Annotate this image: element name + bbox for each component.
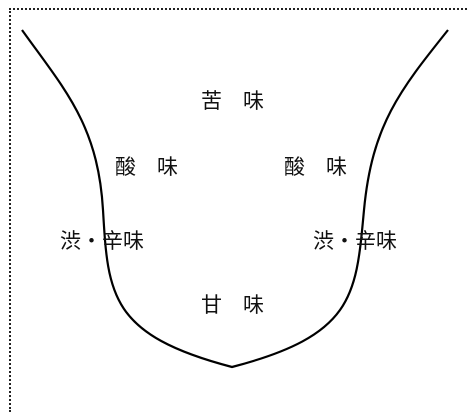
bitter-label: 苦 味 [201, 89, 264, 113]
sour-right-label: 酸 味 [284, 155, 347, 179]
sweet-label: 甘 味 [201, 293, 264, 317]
astringent-right-label: 渋・辛味 [313, 229, 397, 253]
astringent-left-label: 渋・辛味 [60, 229, 144, 253]
tongue-outline-path [21, 29, 449, 369]
dotted-frame [9, 8, 467, 412]
sour-left-label: 酸 味 [115, 155, 178, 179]
